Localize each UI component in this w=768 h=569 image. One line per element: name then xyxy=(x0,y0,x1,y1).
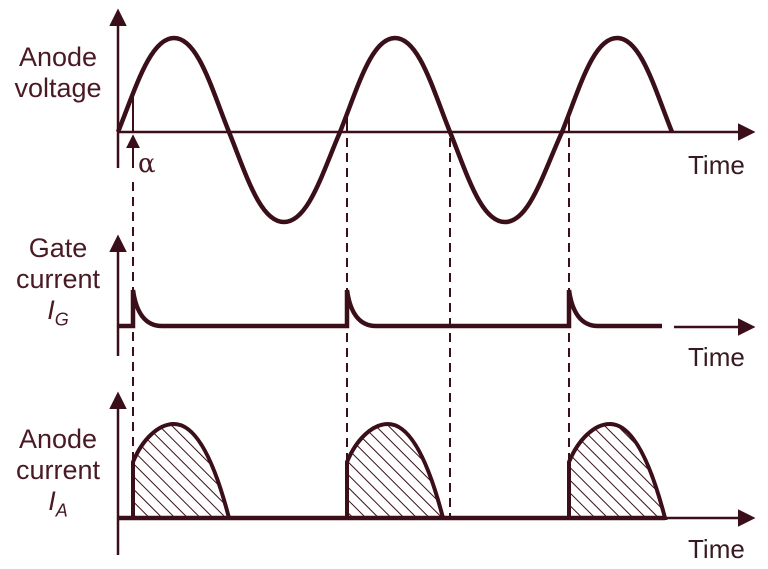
anode-voltage-label-line2: voltage xyxy=(14,73,102,103)
gate-current-symbol: IG xyxy=(47,295,69,330)
time-label-anode-current: Time xyxy=(688,534,745,564)
anode-voltage-panel xyxy=(109,8,756,225)
conduction-lobe-1 xyxy=(131,421,232,520)
gate-current-label-line2: current xyxy=(15,264,101,294)
anode-current-panel xyxy=(109,391,756,555)
anode-current-symbol: IA xyxy=(48,486,68,521)
time-label-voltage: Time xyxy=(688,150,745,180)
anode-current-label-line2: current xyxy=(15,455,101,485)
anode-voltage-sinusoid xyxy=(115,35,675,225)
anode-current-label-line1: Anode xyxy=(18,424,98,454)
alpha-label: α xyxy=(138,149,156,180)
anode-current-label: Anode current IA xyxy=(6,424,110,526)
gate-current-pulses xyxy=(118,289,662,329)
gate-current-label: Gate current IG xyxy=(6,233,110,335)
conduction-lobe-3 xyxy=(567,421,668,520)
conduction-lobe-2 xyxy=(345,421,446,520)
anode-voltage-label: Anode voltage xyxy=(6,42,110,104)
alpha-symbol: α xyxy=(138,149,156,179)
gate-current-label-line1: Gate xyxy=(28,233,88,263)
time-label-gate: Time xyxy=(688,342,745,372)
anode-voltage-label-line1: Anode xyxy=(18,42,98,72)
gate-current-panel xyxy=(109,234,756,356)
